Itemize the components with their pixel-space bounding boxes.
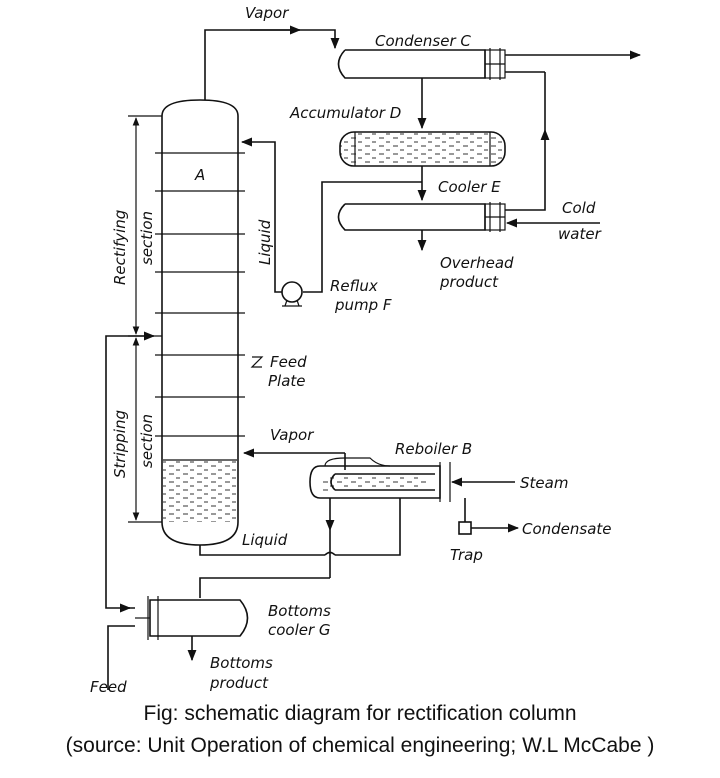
reboiler-label: Reboiler B <box>395 440 472 458</box>
reboiler-b <box>309 457 515 502</box>
bottoms-cooler-g <box>135 596 249 662</box>
bottoms-product-label-2: product <box>209 674 269 692</box>
steam-trap <box>458 498 520 535</box>
rectification-column-diagram: Vapor Condenser C Accumulator D A Cooler… <box>90 4 642 696</box>
figure-source: (source: Unit Operation of chemical engi… <box>65 734 655 757</box>
water-label: water <box>558 225 602 243</box>
cold-label: Cold <box>562 199 596 217</box>
feed-label: Feed <box>90 678 127 696</box>
reflux-line <box>240 137 422 293</box>
accumulator-d <box>339 131 506 167</box>
feed-line <box>105 331 156 690</box>
vapor-reboiler-label: Vapor <box>270 426 314 444</box>
feed-plate-marker <box>250 356 264 368</box>
overhead-label-1: Overhead <box>440 254 514 272</box>
bottoms-cooler-label-2: cooler G <box>268 621 331 639</box>
vapor-top-label: Vapor <box>245 4 289 22</box>
steam-label: Steam <box>520 474 568 492</box>
feed-plate-label-1: Feed <box>270 353 307 371</box>
condenser-c <box>337 48 642 80</box>
condenser-label: Condenser C <box>375 32 471 50</box>
rectifying-label-1: Rectifying <box>111 210 129 285</box>
reflux-label-1: Reflux <box>330 277 378 295</box>
figure-caption: Fig: schematic diagram for rectification… <box>143 702 577 725</box>
stripping-section-bracket <box>128 337 162 523</box>
reflux-pump-f <box>281 281 303 307</box>
bottoms-cooler-label-1: Bottoms <box>268 602 331 620</box>
column-a-label: A <box>194 166 205 184</box>
stripping-label-1: Stripping <box>111 410 129 478</box>
condensate-label: Condensate <box>522 520 612 538</box>
bottoms-product-label-1: Bottoms <box>210 654 273 672</box>
reflux-label-2: pump F <box>334 296 392 314</box>
cooler-e <box>337 72 600 232</box>
accumulator-label: Accumulator D <box>289 104 401 122</box>
cooler-label: Cooler E <box>438 178 501 196</box>
liquid-bottom-label: Liquid <box>242 531 288 549</box>
stripping-label-2: section <box>138 414 156 468</box>
vapor-overhead-line <box>204 25 340 100</box>
feed-plate-label-2: Plate <box>268 372 306 390</box>
rectifying-label-2: section <box>138 211 156 265</box>
trap-label: Trap <box>450 546 483 564</box>
liquid-reflux-label: Liquid <box>256 219 274 265</box>
bottoms-liquid-line <box>199 498 401 598</box>
distillation-column-a <box>161 99 239 546</box>
overhead-label-2: product <box>439 273 499 291</box>
column-trays <box>155 152 245 437</box>
